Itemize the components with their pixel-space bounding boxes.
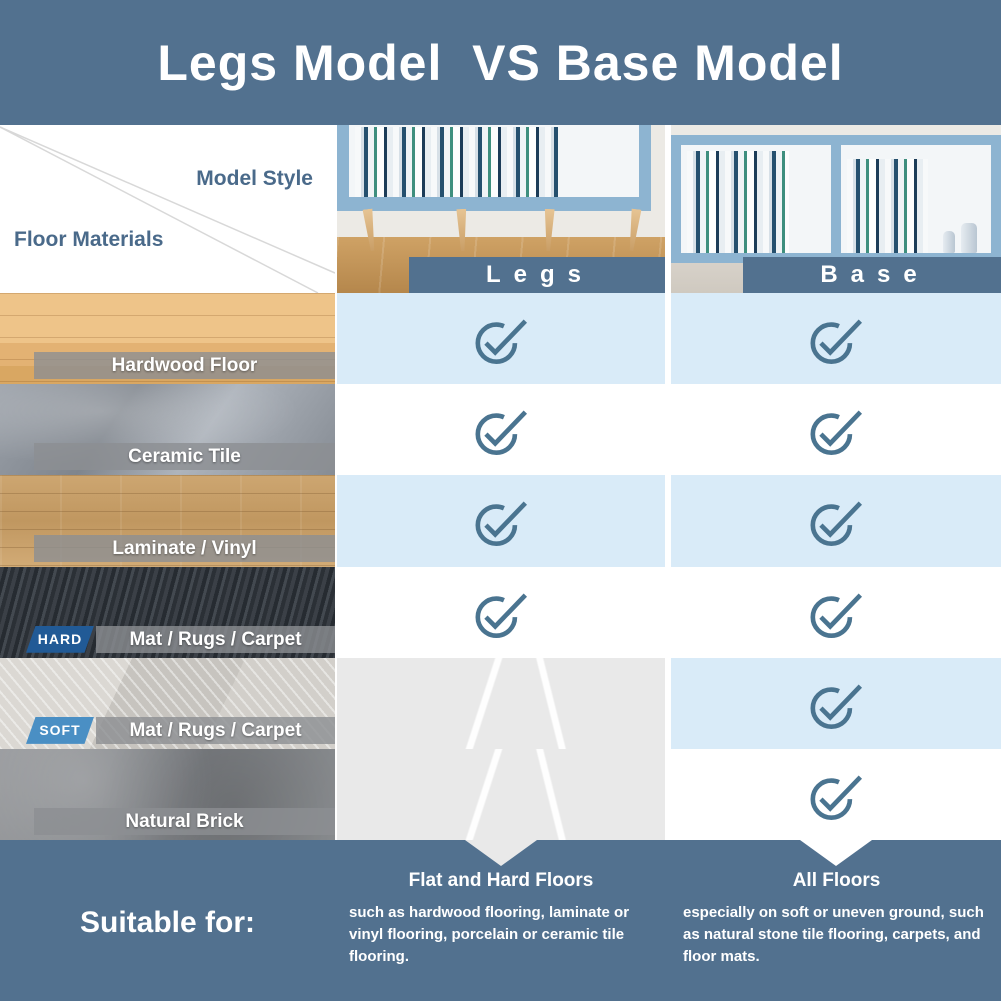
column-divider	[335, 125, 337, 293]
base-footnote-title: All Floors	[792, 870, 881, 891]
check-icon	[475, 593, 528, 638]
base-column-header: Base	[743, 257, 1001, 293]
floor-label: Hardwood Floor	[34, 352, 335, 380]
corner-cell: Model Style Floor Materials	[0, 125, 335, 293]
table-row: SOFT Mat / Rugs / Carpet	[0, 657, 1001, 749]
vase-illustration	[961, 223, 977, 253]
legs-model-photo: Legs	[337, 125, 665, 293]
table-row: Laminate / Vinyl	[0, 475, 1001, 567]
check-icon	[475, 501, 528, 547]
check-icon	[475, 410, 528, 456]
check-icon	[810, 593, 863, 638]
floor-label: Mat / Rugs / Carpet	[96, 625, 335, 653]
base-cell	[671, 475, 1001, 567]
legs-footnote-title: Flat and Hard Floors	[408, 870, 594, 891]
legs-cell	[337, 475, 665, 567]
books-illustration	[687, 151, 789, 253]
legs-cell	[337, 566, 665, 658]
check-icon	[810, 410, 863, 456]
column-divider	[665, 125, 671, 293]
page-title: Legs Model VS Base Model	[157, 34, 844, 91]
legs-column-header: Legs	[409, 257, 665, 293]
legs-footnote-description: such as hardwood flooring, laminate or v…	[349, 904, 630, 965]
check-icon	[810, 775, 863, 820]
floor-material-natural-brick: Natural Brick	[0, 748, 335, 841]
legs-cell	[337, 657, 665, 749]
books-illustration	[847, 159, 928, 253]
base-footnote: All Floors especially on soft or uneven …	[679, 870, 994, 967]
legs-cell	[337, 748, 665, 841]
floor-material-hardwood: Hardwood Floor	[0, 293, 335, 385]
row-badge: SOFT	[26, 716, 94, 744]
floor-label: Ceramic Tile	[34, 443, 335, 471]
floor-material-laminate-vinyl: Laminate / Vinyl	[0, 475, 335, 567]
floor-label: Laminate / Vinyl	[34, 534, 335, 562]
base-model-photo: Base	[671, 125, 1001, 293]
base-footnote-description: especially on soft or uneven ground, suc…	[683, 904, 984, 965]
model-style-band: Model Style Floor Materials Legs	[0, 125, 1001, 293]
check-icon	[810, 684, 863, 729]
table-row: HARD Mat / Rugs / Carpet	[0, 566, 1001, 658]
check-icon	[475, 319, 528, 365]
model-style-label: Model Style	[196, 167, 313, 190]
base-cell	[671, 566, 1001, 658]
table-row: Natural Brick	[0, 748, 1001, 841]
books-illustration	[355, 127, 558, 197]
base-column-pointer	[800, 840, 872, 866]
base-cell	[671, 657, 1001, 749]
row-badge: HARD	[26, 625, 94, 653]
floor-label: Mat / Rugs / Carpet	[96, 716, 335, 744]
floor-material-ceramic-tile: Ceramic Tile	[0, 384, 335, 476]
legs-cell	[337, 384, 665, 476]
suitable-for-label: Suitable for:	[79, 906, 255, 939]
check-icon	[810, 319, 863, 365]
floor-materials-label: Floor Materials	[14, 228, 164, 251]
base-cell	[671, 293, 1001, 385]
legs-column-pointer	[465, 840, 537, 866]
base-bookshelf-illustration	[671, 135, 1001, 263]
corner-diagonal-lines	[0, 126, 335, 293]
table-row: Hardwood Floor	[0, 293, 1001, 385]
legs-cell	[337, 293, 665, 385]
floor-label: Natural Brick	[34, 808, 335, 836]
footer-banner: Suitable for: Flat and Hard Floors such …	[0, 840, 1001, 1001]
table-row: Ceramic Tile	[0, 384, 1001, 476]
header-banner: Legs Model VS Base Model	[0, 0, 1001, 125]
vase-illustration	[943, 231, 955, 253]
base-cell	[671, 748, 1001, 841]
legs-bookshelf-illustration	[337, 125, 651, 211]
floor-material-soft-carpet: SOFT Mat / Rugs / Carpet	[0, 657, 335, 749]
floor-material-hard-carpet: HARD Mat / Rugs / Carpet	[0, 566, 335, 658]
check-icon	[810, 501, 863, 547]
legs-footnote: Flat and Hard Floors such as hardwood fl…	[345, 870, 657, 967]
base-cell	[671, 384, 1001, 476]
comparison-table: Hardwood Floor Ceramic Tile	[0, 293, 1001, 841]
